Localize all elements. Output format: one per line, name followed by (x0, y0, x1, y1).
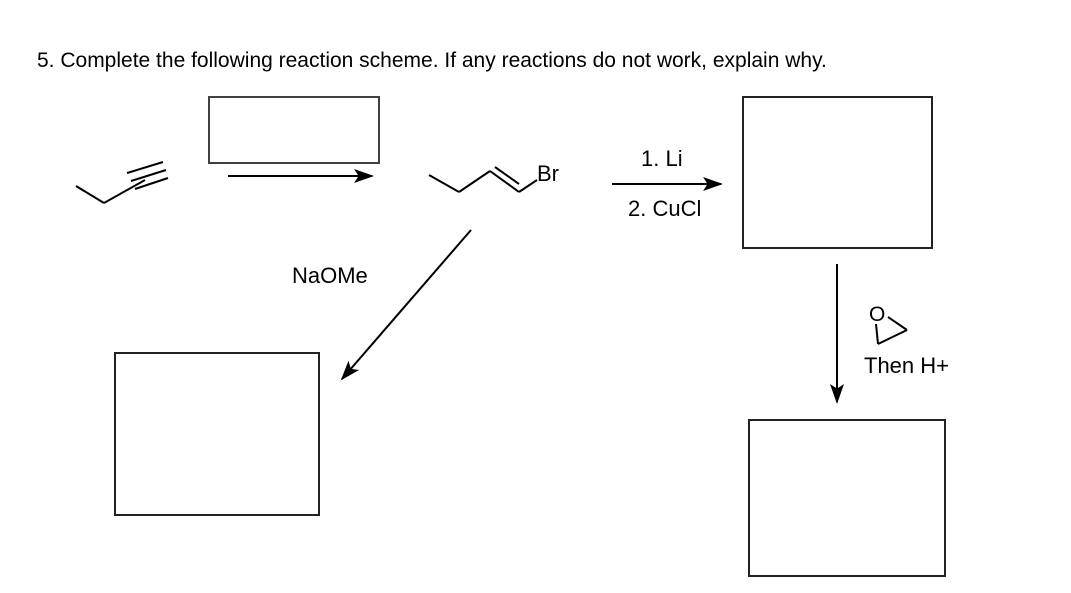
conditions-step2-cucl: 2. CuCl (628, 196, 702, 221)
answer-box-naome-product[interactable] (114, 352, 320, 516)
answer-box-cuprate-product[interactable] (742, 96, 933, 249)
triple-bond-line (126, 161, 164, 174)
double-bond-line (489, 170, 520, 193)
bond (887, 316, 908, 331)
bond (75, 185, 105, 204)
bond (877, 329, 908, 345)
epoxide-oxygen-label: O (869, 303, 886, 326)
double-bond-line (494, 166, 520, 185)
conditions-step1-li: 1. Li (641, 146, 683, 171)
bond-to-br (518, 179, 538, 193)
bond (103, 179, 146, 204)
triple-bond-line (130, 169, 167, 182)
bond (458, 170, 491, 193)
answer-box-reagent-over-arrow[interactable] (208, 96, 380, 164)
then-h-plus-label: Then H+ (864, 353, 949, 378)
bond (428, 174, 460, 193)
bond (875, 323, 879, 345)
answer-box-epoxide-product[interactable] (748, 419, 946, 577)
triple-bond-line (134, 177, 169, 190)
br-substituent-label: Br (537, 161, 559, 186)
naome-reagent-label: NaOMe (292, 263, 368, 288)
question-text: 5. Complete the following reaction schem… (37, 49, 827, 72)
butyne-structure (75, 161, 169, 204)
epoxide-structure (875, 316, 908, 345)
bromobutene-structure (428, 166, 538, 193)
reaction-arrow-4 (340, 229, 472, 381)
